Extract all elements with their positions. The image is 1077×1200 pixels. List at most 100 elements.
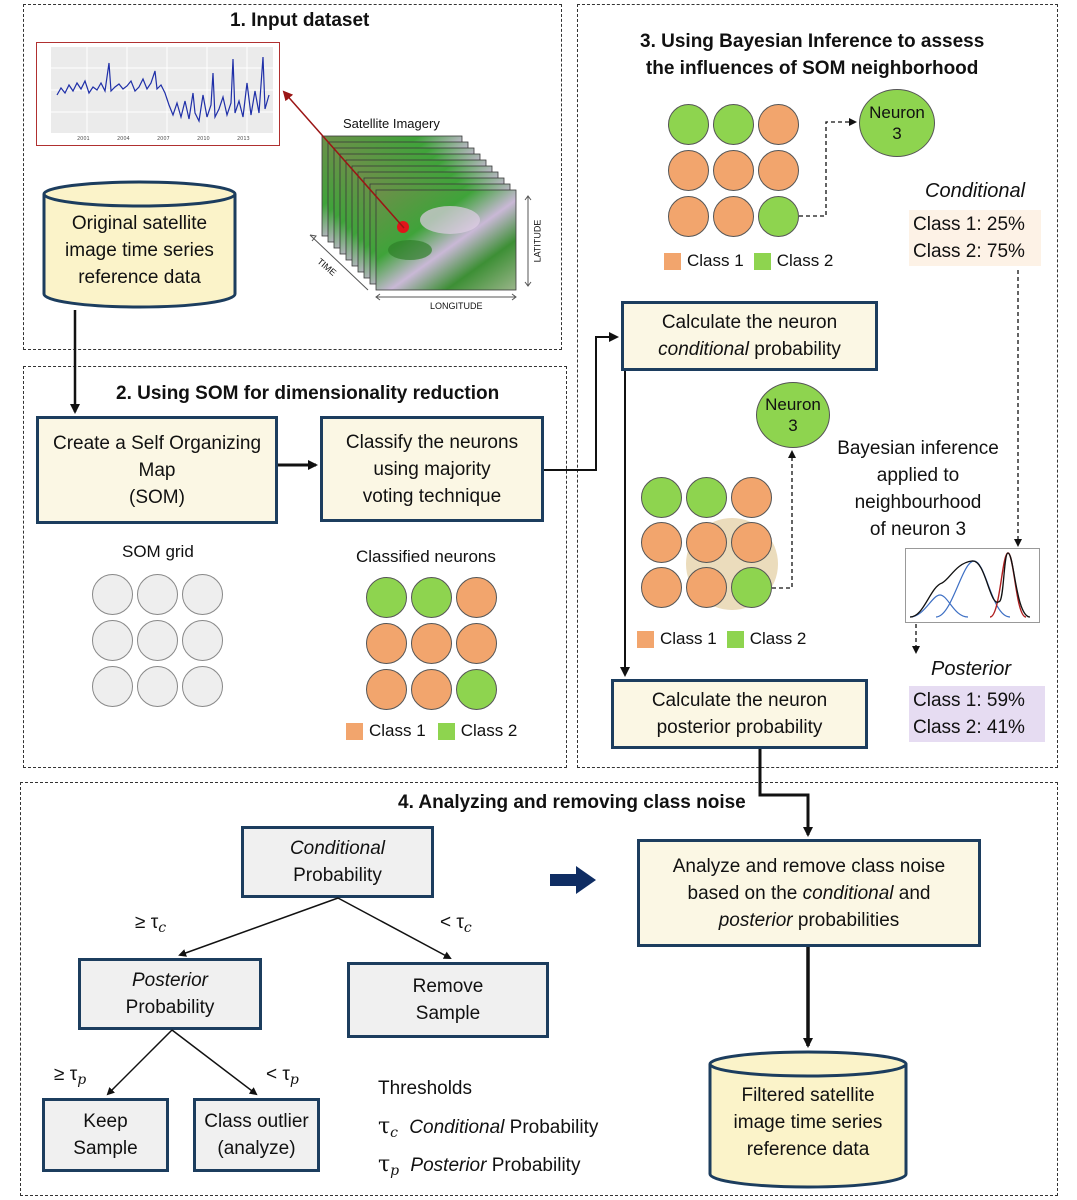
neuron-class1 <box>758 104 799 145</box>
svg-text:2010: 2010 <box>197 136 210 142</box>
neuron-class1 <box>366 623 407 664</box>
conditional-probability-box: Conditional Probability <box>241 826 434 898</box>
neuron-class2 <box>686 477 727 518</box>
filtered-data-cylinder <box>708 1050 908 1190</box>
axis-latitude-label: LATITUDE <box>532 219 543 263</box>
ge-tau-p-label: ≥ τp <box>54 1064 87 1088</box>
som-node <box>182 574 223 615</box>
section-class-noise <box>20 782 1058 1196</box>
neuron-class2 <box>731 567 772 608</box>
class1-swatch <box>664 252 681 270</box>
classify-neurons-box: Classify the neurons using majority voti… <box>320 416 544 522</box>
neuron-class2 <box>668 104 709 145</box>
neuron-class1 <box>668 150 709 191</box>
svg-text:2007: 2007 <box>157 136 170 142</box>
class1-swatch <box>637 630 654 648</box>
threshold-posterior: τp Posterior Probability <box>378 1152 581 1179</box>
satellite-image-stack-icon <box>300 110 550 320</box>
bayes-inference-text: Bayesian inference applied to neighbourh… <box>837 438 999 540</box>
section-bayesian <box>577 4 1058 768</box>
neuron-class1 <box>713 150 754 191</box>
satellite-imagery-label: Satellite Imagery <box>343 116 440 131</box>
class-outlier-box: Class outlier (analyze) <box>193 1098 320 1172</box>
som-node <box>137 620 178 661</box>
create-som-box: Create a Self Organizing Map (SOM) <box>36 416 278 524</box>
svg-text:2001: 2001 <box>77 136 90 142</box>
neuron-class1 <box>641 567 682 608</box>
neuron-class1 <box>366 669 407 710</box>
class1-swatch <box>346 722 363 740</box>
timeseries-plot-icon: 2001 2004 2007 2010 2013 <box>36 42 280 146</box>
som-node <box>137 574 178 615</box>
som-grid-label: SOM grid <box>122 542 194 561</box>
som-node <box>92 620 133 661</box>
lt-tau-c-label: < τc <box>440 912 472 936</box>
neuron-class1 <box>456 623 497 664</box>
neuron-class2 <box>411 577 452 618</box>
neuron-class2 <box>713 104 754 145</box>
neuron3-mid: Neuron 3 <box>756 382 830 448</box>
class2-swatch <box>753 252 771 270</box>
neuron-class1 <box>411 623 452 664</box>
section3-title: 3. Using Bayesian Inference to assess th… <box>640 31 985 79</box>
section2-legend: Class 1 Class 2 <box>346 721 517 741</box>
legend-class1: Class 1 <box>660 629 717 648</box>
calc-posterior-box: Calculate the neuron posterior probabili… <box>611 679 868 749</box>
classified-neurons-label: Classified neurons <box>356 547 496 566</box>
neuron-class2 <box>758 196 799 237</box>
ge-tau-c-label: ≥ τc <box>135 912 167 936</box>
keep-sample-box: Keep Sample <box>42 1098 169 1172</box>
neuron-class1 <box>686 522 727 563</box>
som-node <box>92 574 133 615</box>
section-som <box>23 366 567 768</box>
posterior-label: Posterior <box>931 658 1012 680</box>
class2-swatch <box>437 722 455 740</box>
legend-class2: Class 2 <box>749 629 807 648</box>
neuron-class1 <box>668 196 709 237</box>
legend-class1: Class 1 <box>687 251 744 270</box>
class2-swatch <box>726 630 744 648</box>
calc-conditional-box: Calculate the neuron conditional probabi… <box>621 301 878 371</box>
section2-title: 2. Using SOM for dimensionality reductio… <box>116 383 500 404</box>
section1-title: 1. Input dataset <box>230 10 370 31</box>
original-data-text: Original satellite image time series ref… <box>65 213 214 288</box>
posterior-probabilities: Class 1: 59% Class 2: 41% <box>909 686 1045 742</box>
conditional-label: Conditional <box>925 180 1026 202</box>
threshold-conditional: τc Conditional Probability <box>378 1114 599 1141</box>
thresholds-heading: Thresholds <box>378 1078 472 1099</box>
neuron-class2 <box>366 577 407 618</box>
neuron-class1 <box>758 150 799 191</box>
neuron-class1 <box>713 196 754 237</box>
section3-legend-top: Class 1 Class 2 <box>664 251 833 271</box>
neuron3-top: Neuron 3 <box>859 89 935 157</box>
conditional-probabilities: Class 1: 25% Class 2: 75% <box>909 210 1041 266</box>
remove-sample-box: Remove Sample <box>347 962 549 1038</box>
section4-title: 4. Analyzing and removing class noise <box>398 792 746 813</box>
neuron-class1 <box>411 669 452 710</box>
som-node <box>137 666 178 707</box>
legend-class2: Class 2 <box>460 721 518 740</box>
lt-tau-p-label: < τp <box>266 1064 299 1088</box>
neuron-class1 <box>731 477 772 518</box>
neuron-class2 <box>641 477 682 518</box>
legend-class2: Class 2 <box>776 251 834 270</box>
svg-text:2004: 2004 <box>117 136 130 142</box>
original-data-cylinder <box>42 180 237 310</box>
legend-class1: Class 1 <box>369 721 426 740</box>
section-input-dataset <box>23 4 562 350</box>
section3-legend-mid: Class 1 Class 2 <box>637 629 806 649</box>
right-arrow-icon <box>548 865 598 895</box>
neuron-class2 <box>456 669 497 710</box>
neuron-class1 <box>686 567 727 608</box>
analyze-remove-box: Analyze and remove class noise based on … <box>637 839 981 947</box>
som-node <box>92 666 133 707</box>
som-node <box>182 666 223 707</box>
neuron-class1 <box>731 522 772 563</box>
filtered-data-text: Filtered satellite image time series ref… <box>733 1085 883 1160</box>
posterior-probability-box: Posterior Probability <box>78 958 262 1030</box>
gaussian-curves-icon <box>905 548 1040 623</box>
som-node <box>182 620 223 661</box>
svg-text:2013: 2013 <box>237 136 250 142</box>
neuron-class1 <box>456 577 497 618</box>
neuron-class1 <box>641 522 682 563</box>
